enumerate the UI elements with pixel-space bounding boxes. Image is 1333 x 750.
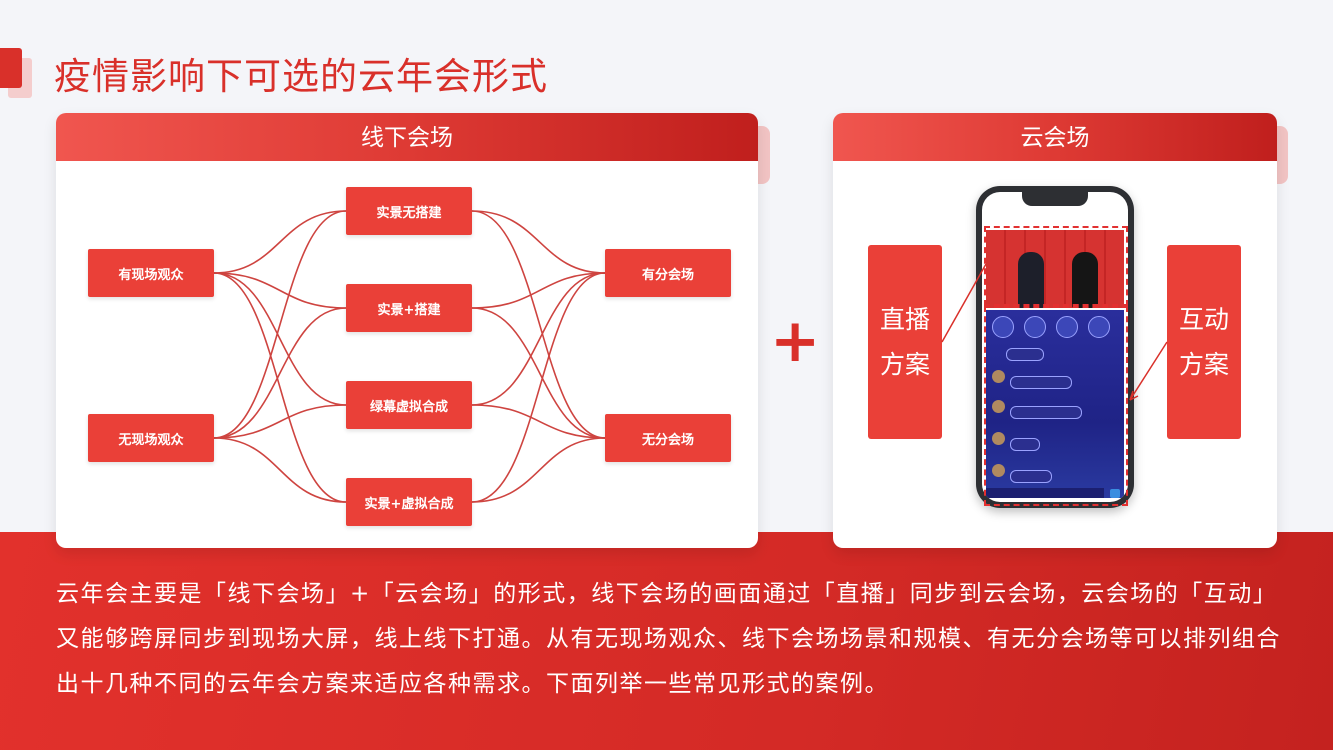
title-accent-bar bbox=[0, 48, 22, 88]
phone-mockup bbox=[976, 186, 1134, 508]
live-plan-label-1: 直播 bbox=[877, 297, 933, 342]
node-green-screen: 绿幕虚拟合成 bbox=[346, 381, 472, 429]
node-with-audience: 有现场观众 bbox=[88, 249, 214, 297]
interaction-highlight bbox=[984, 306, 1128, 506]
node-without-branch-venue: 无分会场 bbox=[605, 414, 731, 462]
interaction-plan-label-1: 互动 bbox=[1176, 297, 1232, 342]
offline-panel-header: 线下会场 bbox=[56, 113, 758, 161]
phone-notch bbox=[1022, 192, 1088, 206]
interaction-plan-box: 互动方案 bbox=[1167, 245, 1241, 439]
node-real-virtual: 实景+虚拟合成 bbox=[346, 478, 472, 526]
cloud-panel-header: 云会场 bbox=[833, 113, 1277, 161]
node-without-audience: 无现场观众 bbox=[88, 414, 214, 462]
node-with-branch-venue: 有分会场 bbox=[605, 249, 731, 297]
live-plan-label-2: 方案 bbox=[877, 342, 933, 387]
video-highlight bbox=[984, 226, 1128, 306]
interaction-plan-label-2: 方案 bbox=[1176, 342, 1232, 387]
plus-sign: + bbox=[770, 306, 820, 376]
node-real-scene-no-build: 实景无搭建 bbox=[346, 187, 472, 235]
live-plan-box: 直播方案 bbox=[868, 245, 942, 439]
description-text: 云年会主要是「线下会场」+「云会场」的形式，线下会场的画面通过「直播」同步到云会… bbox=[56, 572, 1286, 707]
page-title: 疫情影响下可选的云年会形式 bbox=[54, 46, 548, 100]
node-real-scene-build: 实景+搭建 bbox=[346, 284, 472, 332]
